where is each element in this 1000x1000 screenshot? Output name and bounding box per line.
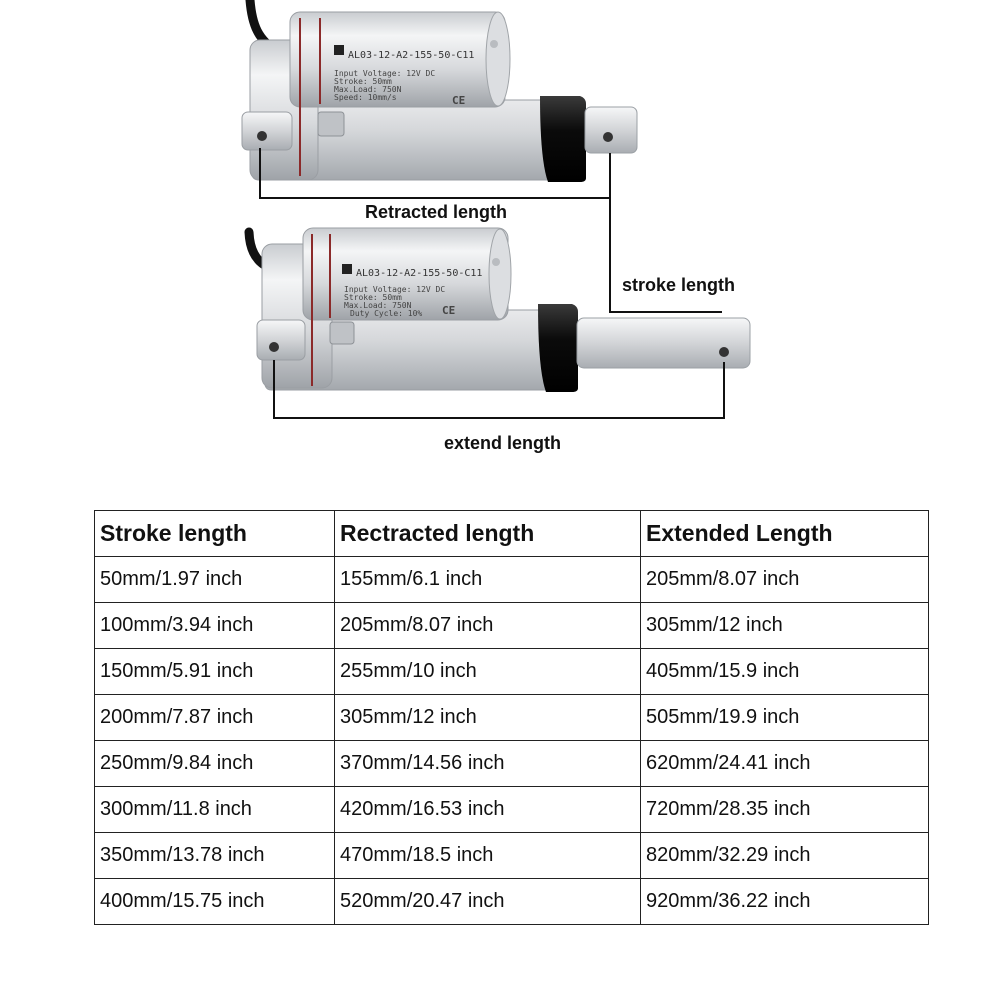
stroke-cell: 50mm/1.97 inch [94, 556, 335, 603]
extend-length-label: extend length [444, 433, 561, 453]
stroke-cell: 400mm/15.75 inch [94, 878, 335, 925]
bracket-plate [317, 111, 345, 137]
table-row: 350mm/13.78 inch 470mm/18.5 inch 820mm/3… [94, 832, 929, 879]
stroke-cell: 350mm/13.78 inch [94, 832, 335, 879]
logo-icon [334, 45, 344, 55]
spec-line: Speed: 10mm/s [334, 93, 397, 102]
stroke-length-label: stroke length [622, 275, 735, 295]
rear-clevis [241, 111, 293, 151]
extend-dimension-line [273, 360, 725, 419]
retracted-cell: 205mm/8.07 inch [334, 602, 641, 649]
table-row: 150mm/5.91 inch 255mm/10 inch 405mm/15.9… [94, 648, 929, 695]
actuator-diagram: AL03-12-A2-155-50-C11 Input Voltage: 12V… [241, 0, 751, 453]
retracted-cell: 420mm/16.53 inch [334, 786, 641, 833]
retracted-dimension-line [259, 148, 611, 199]
header-stroke-length: Stroke length [94, 510, 335, 557]
spec-line: Stroke: 50mm [344, 293, 402, 302]
stroke-cell: 300mm/11.8 inch [94, 786, 335, 833]
spec-line: Max.Load: 750N [334, 85, 402, 94]
retracted-cell: 520mm/20.47 inch [334, 878, 641, 925]
spec-line: Max.Load: 750N [344, 301, 412, 310]
rod-seal [538, 304, 578, 392]
rod-hole-icon [719, 347, 729, 357]
extended-actuator: AL03-12-A2-155-50-C11 Input Voltage: 12V… [244, 227, 751, 392]
retracted-cell: 305mm/12 inch [334, 694, 641, 741]
table-row: 300mm/11.8 inch 420mm/16.53 inch 720mm/2… [94, 786, 929, 833]
spec-line: Duty Cycle: 10% [350, 309, 422, 318]
spec-line: Input Voltage: 12V DC [344, 285, 445, 294]
bracket-plate [329, 321, 355, 345]
model-number: AL03-12-A2-155-50-C11 [356, 268, 482, 279]
extended-cell: 620mm/24.41 inch [640, 740, 929, 787]
stroke-cell: 250mm/9.84 inch [94, 740, 335, 787]
table-row: 100mm/3.94 inch 205mm/8.07 inch 305mm/12… [94, 602, 929, 649]
extended-cell: 720mm/28.35 inch [640, 786, 929, 833]
extended-cell: 205mm/8.07 inch [640, 556, 929, 603]
logo-icon [342, 264, 352, 274]
mount-hole-icon [269, 342, 279, 352]
rear-clevis [256, 319, 306, 361]
ce-mark: CE [442, 304, 455, 317]
ce-mark: CE [452, 94, 465, 107]
header-retracted-length: Rectracted length [334, 510, 641, 557]
extension-rod [584, 106, 638, 154]
stroke-dimension-line [609, 198, 722, 313]
stroke-cell: 200mm/7.87 inch [94, 694, 335, 741]
spec-line: Input Voltage: 12V DC [334, 69, 435, 78]
extended-cell: 505mm/19.9 inch [640, 694, 929, 741]
extension-rod [576, 317, 751, 369]
table-row: 400mm/15.75 inch 520mm/20.47 inch 920mm/… [94, 878, 929, 925]
length-specification-table: Stroke length Rectracted length Extended… [94, 510, 929, 925]
spec-line: Stroke: 50mm [334, 77, 392, 86]
retracted-cell: 155mm/6.1 inch [334, 556, 641, 603]
mount-hole-icon [257, 131, 267, 141]
rod-seal [540, 96, 586, 182]
rod-hole-icon [603, 132, 613, 142]
retracted-cell: 470mm/18.5 inch [334, 832, 641, 879]
stroke-cell: 100mm/3.94 inch [94, 602, 335, 649]
table-row: 50mm/1.97 inch 155mm/6.1 inch 205mm/8.07… [94, 556, 929, 603]
retracted-cell: 370mm/14.56 inch [334, 740, 641, 787]
table-row: 200mm/7.87 inch 305mm/12 inch 505mm/19.9… [94, 694, 929, 741]
extended-cell: 920mm/36.22 inch [640, 878, 929, 925]
table-row: 250mm/9.84 inch 370mm/14.56 inch 620mm/2… [94, 740, 929, 787]
table-header-row: Stroke length Rectracted length Extended… [94, 510, 929, 557]
extended-cell: 820mm/32.29 inch [640, 832, 929, 879]
retracted-cell: 255mm/10 inch [334, 648, 641, 695]
retracted-length-label: Retracted length [365, 202, 507, 222]
extended-cell: 405mm/15.9 inch [640, 648, 929, 695]
retracted-actuator: AL03-12-A2-155-50-C11 Input Voltage: 12V… [241, 0, 638, 182]
extended-cell: 305mm/12 inch [640, 602, 929, 649]
header-extended-length: Extended Length [640, 510, 929, 557]
stroke-cell: 150mm/5.91 inch [94, 648, 335, 695]
model-number: AL03-12-A2-155-50-C11 [348, 50, 474, 61]
